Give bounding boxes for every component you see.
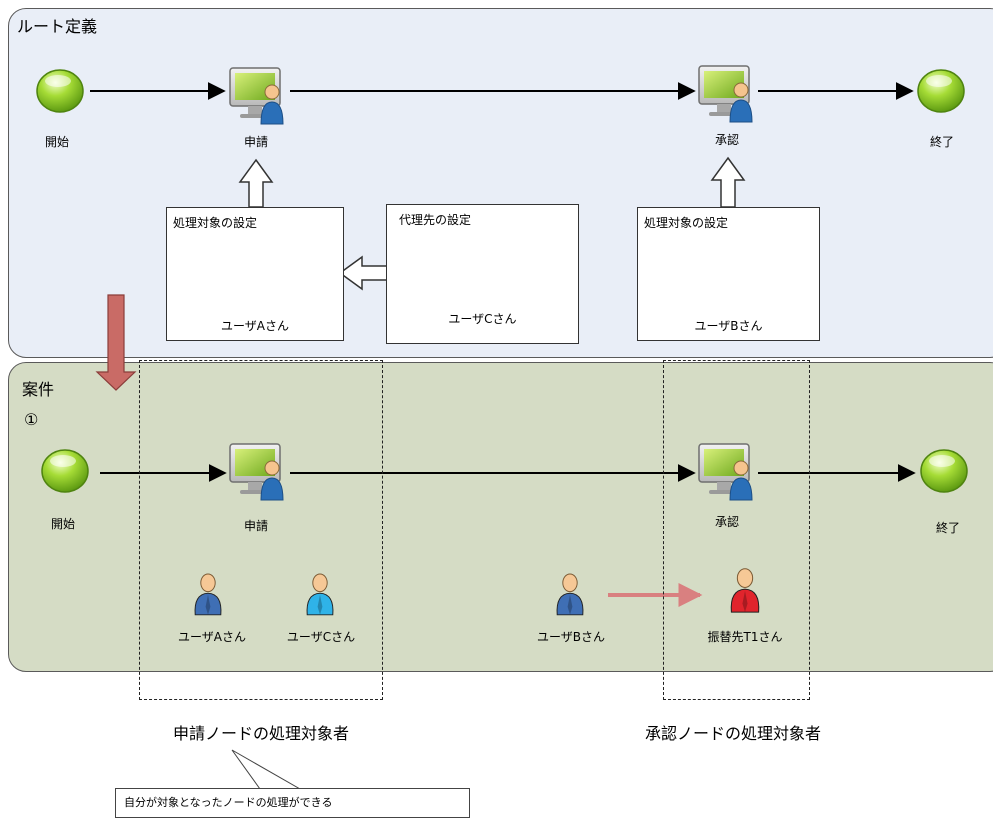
start-node-icon bbox=[36, 69, 84, 113]
apply-target-setting-box: 処理対象の設定 ユーザAさん bbox=[166, 207, 344, 341]
up-arrow-approve bbox=[710, 156, 746, 208]
approve-node-icon bbox=[698, 65, 753, 123]
approve-target-user-label: ユーザBさん bbox=[694, 319, 763, 333]
delegate-setting-title: 代理先の設定 bbox=[399, 213, 472, 227]
route-start-label: 開始 bbox=[44, 135, 70, 149]
case-user-a-label: ユーザAさん bbox=[178, 630, 246, 644]
case-user-b-label: ユーザBさん bbox=[537, 630, 605, 644]
case-start-label: 開始 bbox=[50, 517, 76, 531]
apply-target-user-label: ユーザAさん bbox=[221, 319, 289, 333]
end-node-icon bbox=[917, 69, 965, 113]
tooltip-pointer bbox=[231, 749, 302, 790]
case-user-c-label: ユーザCさん bbox=[286, 630, 356, 644]
route-apply-label: 申請 bbox=[243, 135, 269, 149]
left-arrow-delegate bbox=[338, 255, 389, 291]
up-arrow-apply bbox=[238, 158, 274, 208]
case-apply-label: 申請 bbox=[243, 519, 269, 533]
route-to-case-arrow bbox=[95, 294, 137, 391]
delegate-setting-box: 代理先の設定 ユーザCさん bbox=[386, 204, 579, 344]
apply-target-setting-title: 処理対象の設定 bbox=[173, 216, 258, 230]
approve-targets-highlight bbox=[663, 360, 810, 700]
approve-targets-caption: 承認ノードの処理対象者 bbox=[644, 724, 822, 743]
tooltip-note: 自分が対象となったノードの処理ができる bbox=[115, 788, 470, 818]
case-approve-label: 承認 bbox=[714, 515, 740, 529]
user-icon bbox=[556, 573, 584, 616]
apply-targets-caption: 申請ノードの処理対象者 bbox=[172, 724, 350, 743]
case-start-node-icon bbox=[41, 449, 89, 493]
approve-target-setting-box: 処理対象の設定 ユーザBさん bbox=[637, 207, 820, 341]
case-user-t1-label: 振替先T1さん bbox=[707, 630, 783, 644]
apply-targets-highlight bbox=[139, 360, 383, 700]
route-end-label: 終了 bbox=[929, 135, 955, 149]
route-approve-label: 承認 bbox=[714, 133, 740, 147]
case-end-node-icon bbox=[920, 449, 968, 493]
case-panel-title: 案件 bbox=[22, 380, 55, 399]
approve-target-setting-title: 処理対象の設定 bbox=[644, 216, 729, 230]
case-number: ① bbox=[24, 410, 39, 429]
delegate-user-label: ユーザCさん bbox=[448, 312, 517, 326]
apply-node-icon bbox=[229, 67, 284, 125]
case-panel bbox=[8, 362, 993, 672]
route-panel-title: ルート定義 bbox=[17, 17, 98, 36]
case-end-label: 終了 bbox=[935, 521, 961, 535]
